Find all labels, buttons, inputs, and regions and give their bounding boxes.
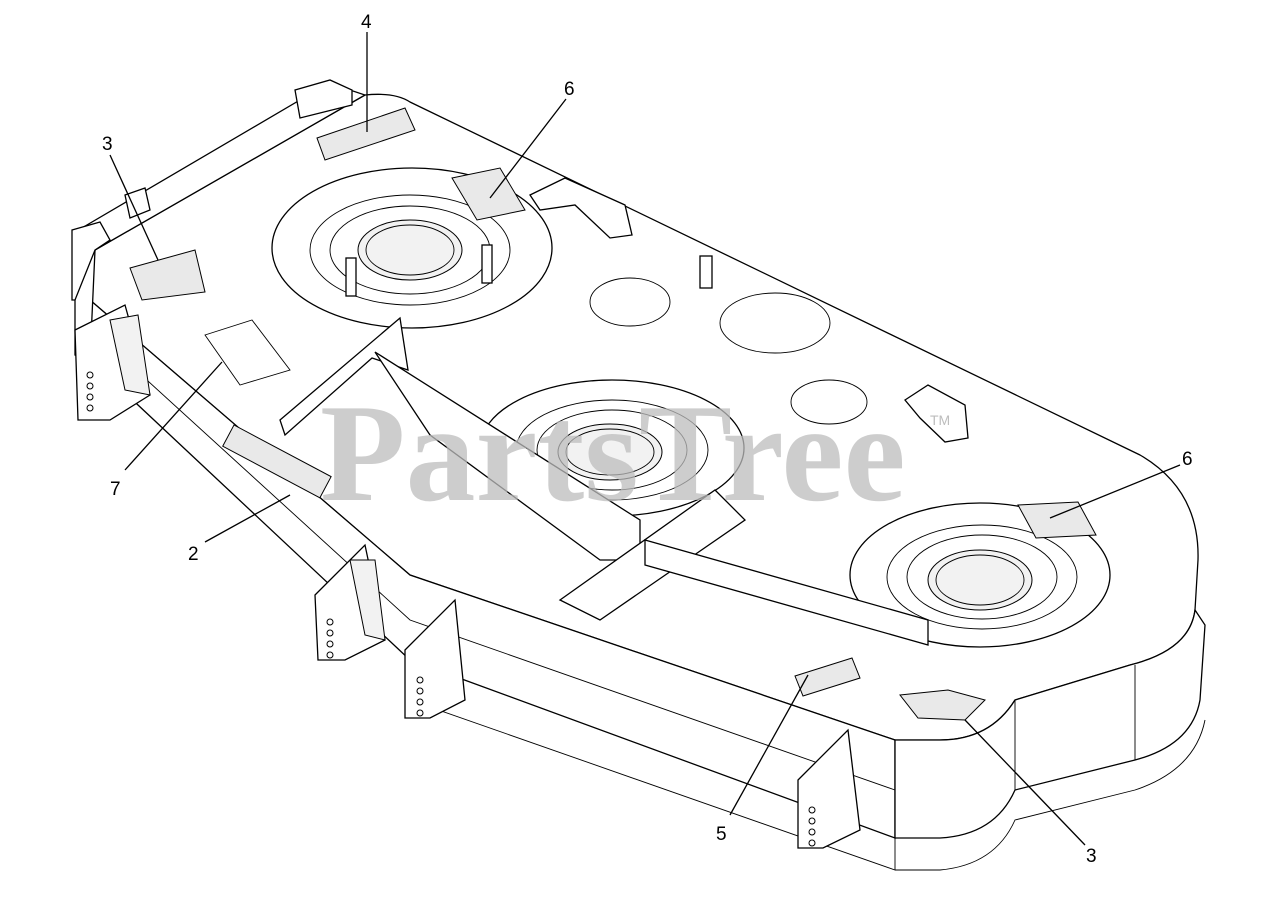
callouts: 4 6 3 7 2 6 5 3 [102, 12, 1193, 867]
spindle-right [849, 502, 1111, 648]
callout-3-bottom: 3 [1086, 846, 1097, 867]
callout-2: 2 [188, 544, 199, 565]
watermark-text: PartsTree [320, 376, 906, 531]
callout-7: 7 [110, 479, 121, 500]
watermark-trademark: TM [930, 412, 950, 428]
callout-3-left: 3 [102, 134, 113, 155]
callout-4: 4 [361, 12, 372, 33]
front-brackets [71, 221, 861, 849]
decals [129, 107, 1097, 721]
callout-6-right: 6 [1182, 449, 1193, 470]
callout-5: 5 [716, 824, 727, 845]
deck-details [279, 177, 969, 646]
callout-6-top: 6 [564, 79, 575, 100]
leader-lines [109, 32, 1181, 846]
